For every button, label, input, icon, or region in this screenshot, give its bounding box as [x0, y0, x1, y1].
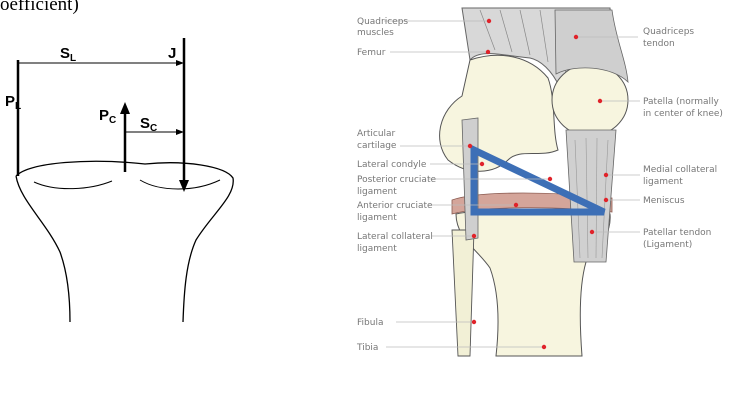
label-articular-2: cartilage [357, 141, 397, 151]
label-fibula: Fibula [357, 318, 383, 328]
label-patella-2: in center of knee) [643, 109, 723, 119]
label-meniscus: Meniscus [643, 196, 685, 206]
label-lateral-coll-2: ligament [357, 244, 397, 254]
knee-anatomy: Quadriceps muscles Femur Articular carti… [356, 7, 723, 357]
tibia-outline [15, 160, 234, 323]
pc-arrow-head [120, 102, 130, 114]
sc-arrow-head [176, 129, 184, 135]
label-posterior-2: ligament [357, 187, 397, 197]
label-tibia: Tibia [356, 343, 378, 353]
label-patellar-1: Patellar tendon [643, 228, 711, 238]
label-medial-2: ligament [643, 177, 683, 187]
left-caption: oefficient) [0, 0, 79, 15]
pl-label: PL [5, 93, 21, 112]
label-articular-1: Articular [357, 129, 396, 139]
label-patellar-2: (Ligament) [643, 240, 692, 250]
label-quadriceps-muscles-2: muscles [357, 28, 394, 38]
sl-label: SL [60, 45, 76, 64]
label-lateral-coll-1: Lateral collateral [357, 232, 433, 242]
label-posterior-1: Posterior cruciate [357, 175, 436, 185]
label-quadriceps-muscles-1: Quadriceps [357, 17, 408, 27]
right-condyle-cup [139, 179, 221, 190]
j-arrow-head [179, 180, 189, 192]
label-patella-1: Patella (normally [643, 97, 720, 107]
quadriceps-tendon [554, 9, 629, 84]
j-label: J [168, 45, 176, 62]
pointer-lines [384, 20, 640, 348]
label-quad-tendon-1: Quadriceps [643, 27, 694, 37]
label-femur: Femur [357, 48, 386, 58]
label-anterior-1: Anterior cruciate [357, 201, 433, 211]
label-anterior-2: ligament [357, 213, 397, 223]
label-quad-tendon-2: tendon [643, 39, 675, 49]
highlight-triangle [470, 144, 606, 216]
femur-bone [439, 54, 559, 172]
fibula-bone [451, 229, 475, 357]
sl-arrow-head [176, 60, 184, 66]
label-medial-1: Medial collateral [643, 165, 717, 175]
pointer-dots [467, 18, 609, 350]
free-body-diagram: SL J PL PC SC [5, 38, 234, 323]
label-lateral-condyle: Lateral condyle [357, 160, 427, 170]
pc-label: PC [99, 107, 116, 126]
left-condyle-cup [33, 180, 113, 190]
patella-bone [551, 63, 629, 137]
sc-label: SC [140, 115, 157, 134]
